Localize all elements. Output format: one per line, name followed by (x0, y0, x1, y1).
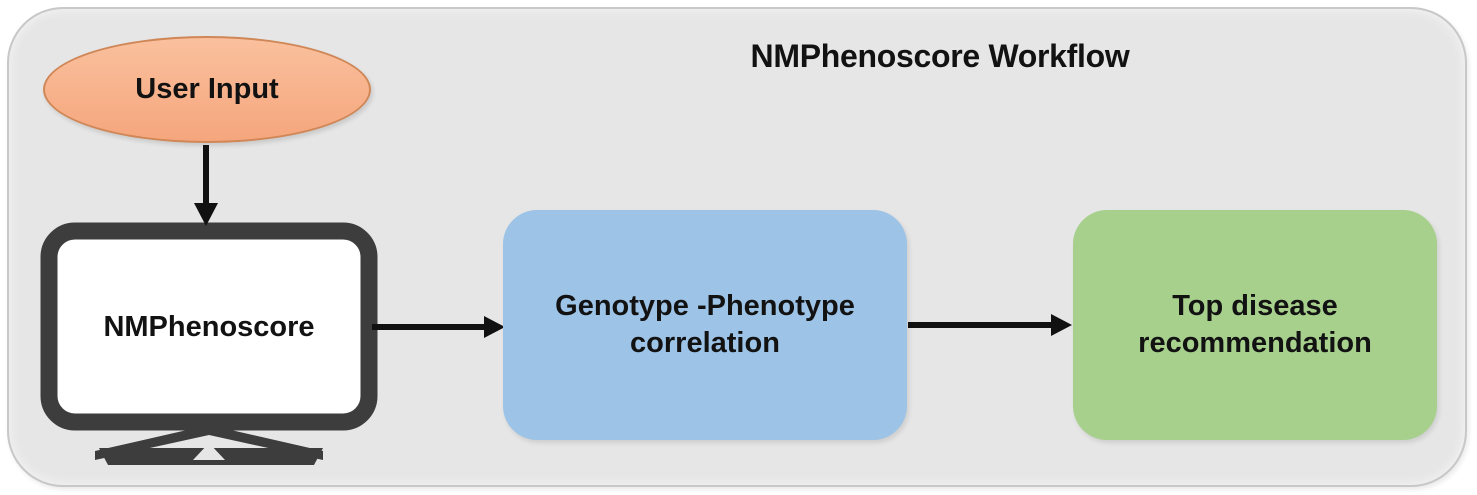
monitor-icon (40, 222, 378, 465)
genotype-phenotype-label: Genotype -Phenotype correlation (555, 288, 855, 362)
diagram-title: NMPhenoscore Workflow (750, 38, 1130, 74)
arrow-correlation-to-recommendation (908, 314, 1072, 336)
top-disease-label-line1: Top disease (1172, 290, 1338, 322)
arrow-head (484, 316, 505, 338)
genotype-phenotype-label-line1: Genotype -Phenotype (555, 290, 855, 322)
monitor-screen-rect (40, 222, 378, 431)
top-disease-node: Top disease recommendation (1073, 210, 1437, 440)
user-input-node: User Input (43, 36, 371, 143)
arrow-user-input-to-nmphenoscore (194, 145, 218, 226)
genotype-phenotype-label-line2: correlation (630, 327, 780, 359)
top-disease-label: Top disease recommendation (1138, 288, 1372, 362)
top-disease-label-line2: recommendation (1138, 327, 1372, 359)
arrow-nmphenoscore-to-correlation (372, 316, 505, 338)
genotype-phenotype-node: Genotype -Phenotype correlation (503, 210, 907, 440)
monitor-stand-notch (193, 443, 225, 460)
nmphenoscore-node-label: NMPhenoscore (103, 310, 315, 343)
user-input-label: User Input (135, 73, 279, 105)
monitor-stand-wings (95, 425, 323, 460)
arrow-head (1051, 314, 1072, 336)
arrow-head (194, 203, 218, 226)
